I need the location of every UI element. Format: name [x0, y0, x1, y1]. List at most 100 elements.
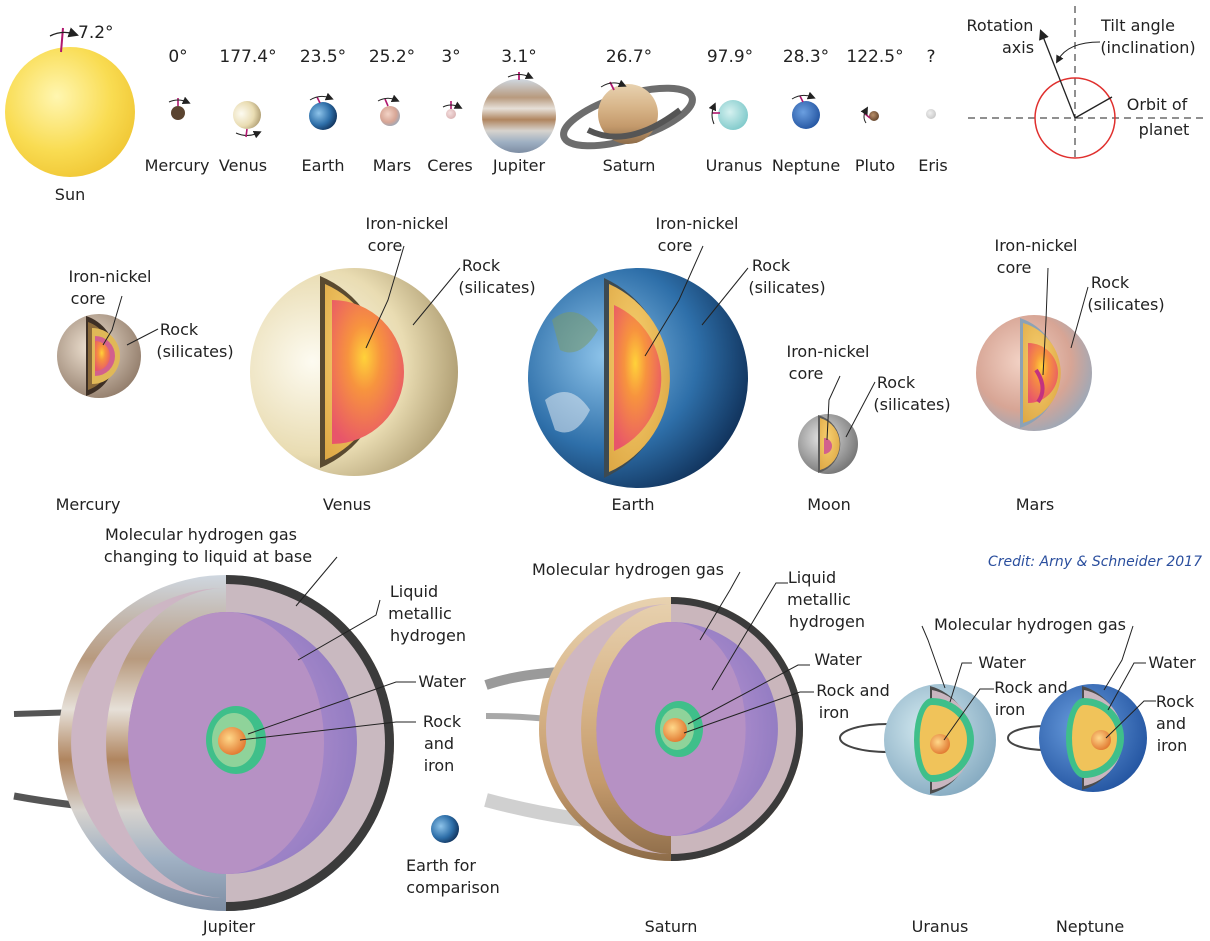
mars-tilt-angle: 25.2°	[369, 47, 415, 67]
ice-giants-gas-label: Molecular hydrogen gas	[934, 615, 1126, 634]
ceres-tilt-angle: 3°	[441, 47, 460, 67]
jupiter-gas-label-1: Molecular hydrogen gas	[105, 525, 297, 544]
uranus-interior: Molecular hydrogen gas Water Rock and ir…	[839, 615, 1126, 936]
earth-small-label: Earth	[302, 156, 345, 175]
earth-mantle-label-1: Rock	[752, 256, 791, 275]
pluto-small: 122.5° Pluto	[846, 47, 903, 175]
venus-name: Venus	[323, 495, 371, 514]
mercury-mantle-label-2: (silicates)	[156, 342, 233, 361]
neptune-interior: Water Rock and iron Neptune	[1007, 625, 1196, 936]
saturn-metallic-label-1: Liquid	[788, 568, 836, 587]
jupiter-tilt-angle: 3.1°	[501, 47, 537, 67]
tilt-angle-label-1: Tilt angle	[1100, 16, 1175, 35]
earth-core-label-1: Iron-nickel	[655, 214, 738, 233]
pluto-small-label: Pluto	[855, 156, 895, 175]
saturn-gas-label: Molecular hydrogen gas	[532, 560, 724, 579]
rotation-axis-label-2: axis	[1002, 38, 1034, 57]
orbit-circle	[1034, 77, 1116, 159]
earth-core-label-2: core	[658, 236, 693, 255]
mars-core-label-1: Iron-nickel	[994, 236, 1077, 255]
venus-mantle-label-2: (silicates)	[458, 278, 535, 297]
venus-core-label-1: Iron-nickel	[365, 214, 448, 233]
ceres-small: 3° Ceres	[427, 47, 472, 175]
tilt-legend: Rotation axis Tilt angle (inclination) O…	[967, 6, 1205, 160]
sun-label: Sun	[55, 185, 85, 204]
rotation-axis-label-1: Rotation	[967, 16, 1034, 35]
sun-tilt-angle: 7.2°	[78, 23, 114, 43]
uranus-core-label-1: Rock and	[994, 678, 1067, 697]
venus-core-label-2: core	[368, 236, 403, 255]
saturn-water-label: Water	[814, 650, 862, 669]
mercury-core-label-2: core	[71, 289, 106, 308]
neptune-core-label-2: and	[1156, 714, 1186, 733]
earth-comparison: Earth for comparison	[406, 815, 500, 897]
neptune-water-label: Water	[1148, 653, 1196, 672]
neptune-tilt-angle: 28.3°	[783, 47, 829, 67]
saturn-metallic-label-3: hydrogen	[789, 612, 865, 631]
moon-mantle-label-1: Rock	[877, 373, 916, 392]
neptune-core-label-3: iron	[1157, 736, 1188, 755]
moon-core-label-1: Iron-nickel	[786, 342, 869, 361]
sun-group: 7.2° Sun	[5, 23, 135, 204]
uranus-water-label: Water	[978, 653, 1026, 672]
saturn-core-label-2: iron	[819, 703, 850, 722]
sun-spin-arrow-icon	[49, 27, 79, 38]
jupiter-core-label-3: iron	[424, 756, 455, 775]
pluto-tilt-angle: 122.5°	[846, 47, 903, 67]
neptune-small: 28.3° Neptune	[772, 47, 840, 175]
rotation-axis-arrow-icon	[1039, 29, 1076, 119]
mercury-interior: Iron-nickel core Rock (silicates) Mercur…	[56, 267, 234, 514]
credit-text: Credit: Arny & Schneider 2017	[988, 554, 1202, 570]
jupiter-core-label-1: Rock	[423, 712, 462, 731]
eris-small-label: Eris	[918, 156, 947, 175]
eris-tilt-angle: ?	[926, 47, 935, 67]
sun-sphere	[5, 47, 135, 177]
jupiter-small-label: Jupiter	[492, 156, 546, 175]
saturn-interior: Molecular hydrogen gas Liquid metallic h…	[484, 560, 890, 936]
venus-small-label: Venus	[219, 156, 267, 175]
venus-mantle-label-1: Rock	[462, 256, 501, 275]
mercury-tilt-angle: 0°	[168, 47, 187, 67]
mars-core-label-2: core	[997, 258, 1032, 277]
venus-interior: Iron-nickel core Rock (silicates) Venus	[250, 214, 536, 514]
earth-name: Earth	[612, 495, 655, 514]
earth-comparison-label-1: Earth for	[406, 856, 476, 875]
uranus-tilt-angle: 97.9°	[707, 47, 753, 67]
jupiter-name: Jupiter	[202, 917, 256, 936]
earth-interior: Iron-nickel core Rock (silicates) Earth	[528, 214, 826, 514]
saturn-core-label-1: Rock and	[816, 681, 889, 700]
saturn-name: Saturn	[645, 917, 698, 936]
jupiter-small: 3.1° Jupiter	[482, 47, 556, 175]
earth-small: 23.5° Earth	[300, 47, 346, 175]
moon-core-label-2: core	[789, 364, 824, 383]
orbit-label-2: planet	[1139, 120, 1190, 139]
jupiter-metallic-label-3: hydrogen	[390, 626, 466, 645]
mars-small: 25.2° Mars	[369, 47, 415, 175]
moon-name: Moon	[807, 495, 851, 514]
jupiter-core-label-2: and	[424, 734, 454, 753]
mercury-mantle-label-1: Rock	[160, 320, 199, 339]
mercury-core-label-1: Iron-nickel	[68, 267, 151, 286]
mars-mantle-label-1: Rock	[1091, 273, 1130, 292]
jupiter-interior: Molecular hydrogen gas changing to liqui…	[13, 525, 466, 936]
mars-mantle-label-2: (silicates)	[1087, 295, 1164, 314]
earth-tilt-angle: 23.5°	[300, 47, 346, 67]
saturn-small-label: Saturn	[603, 156, 656, 175]
uranus-name: Uranus	[912, 917, 969, 936]
venus-small: 177.4° Venus	[219, 47, 277, 175]
mercury-name: Mercury	[56, 495, 121, 514]
uranus-small-label: Uranus	[706, 156, 763, 175]
jupiter-metallic-label-1: Liquid	[390, 582, 438, 601]
venus-tilt-angle: 177.4°	[219, 47, 276, 67]
ceres-small-label: Ceres	[427, 156, 472, 175]
moon-interior: Iron-nickel core Rock (silicates) Moon	[786, 342, 950, 514]
saturn-tilt-angle: 26.7°	[606, 47, 652, 67]
eris-small: ? Eris	[918, 47, 947, 175]
mercury-small-label: Mercury	[145, 156, 210, 175]
saturn-metallic-label-2: metallic	[787, 590, 851, 609]
mars-interior: Iron-nickel core Rock (silicates) Mars	[976, 236, 1165, 514]
uranus-core-label-2: iron	[995, 700, 1026, 719]
uranus-small: 97.9° Uranus	[706, 47, 763, 175]
mars-name: Mars	[1016, 495, 1055, 514]
